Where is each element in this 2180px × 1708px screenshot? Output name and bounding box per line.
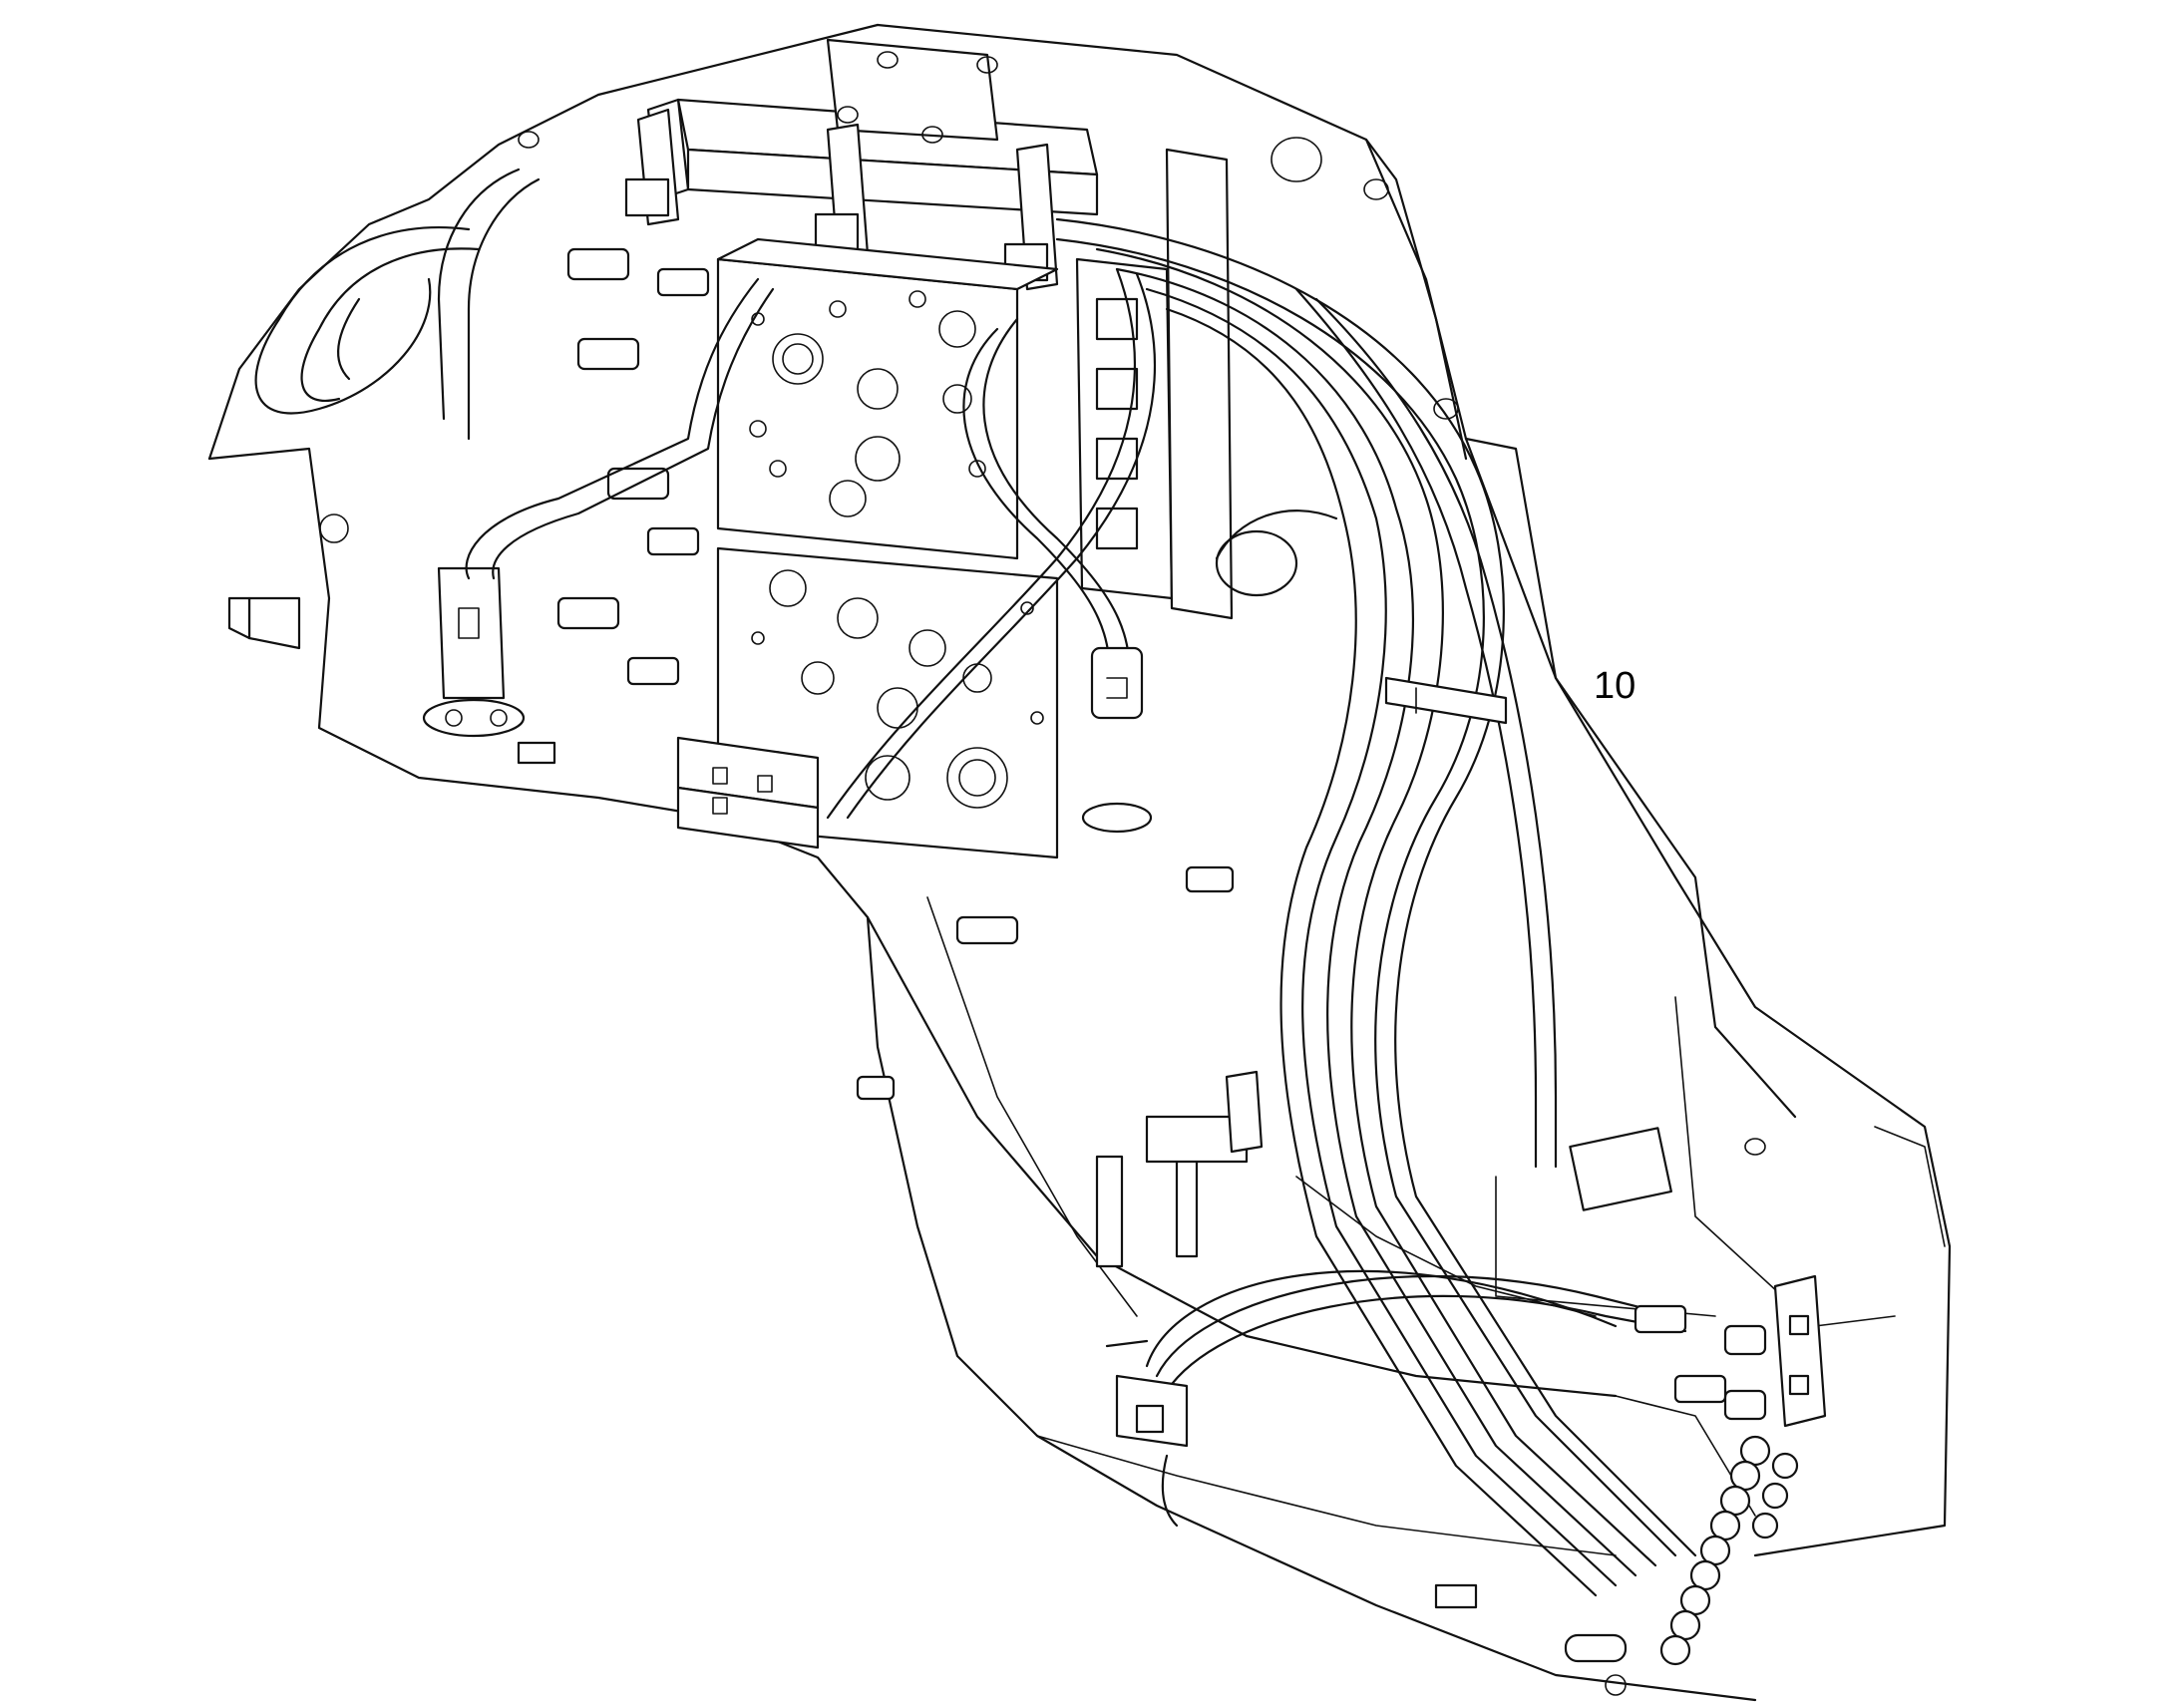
valve-block-upper [716, 237, 1059, 560]
left-vertical-hoses [465, 277, 775, 580]
left-hose-clamp [422, 566, 526, 738]
hose-fitting-stack [1659, 1435, 1799, 1666]
upper-left-hose-loop [254, 168, 541, 441]
top-clamp-bar [624, 38, 1099, 291]
manifold-block-bottom [676, 736, 820, 850]
right-hose-bundle [1055, 217, 1697, 1597]
right-connector-plate [1434, 1274, 1827, 1696]
center-sweeping-hoses [826, 267, 1156, 820]
bottom-connector-block [1105, 1269, 1687, 1528]
small-fittings [856, 646, 1235, 1101]
left-fittings [319, 247, 710, 765]
callout-label-10: 10 [1594, 665, 1635, 707]
lower-brackets [1095, 1070, 1264, 1268]
